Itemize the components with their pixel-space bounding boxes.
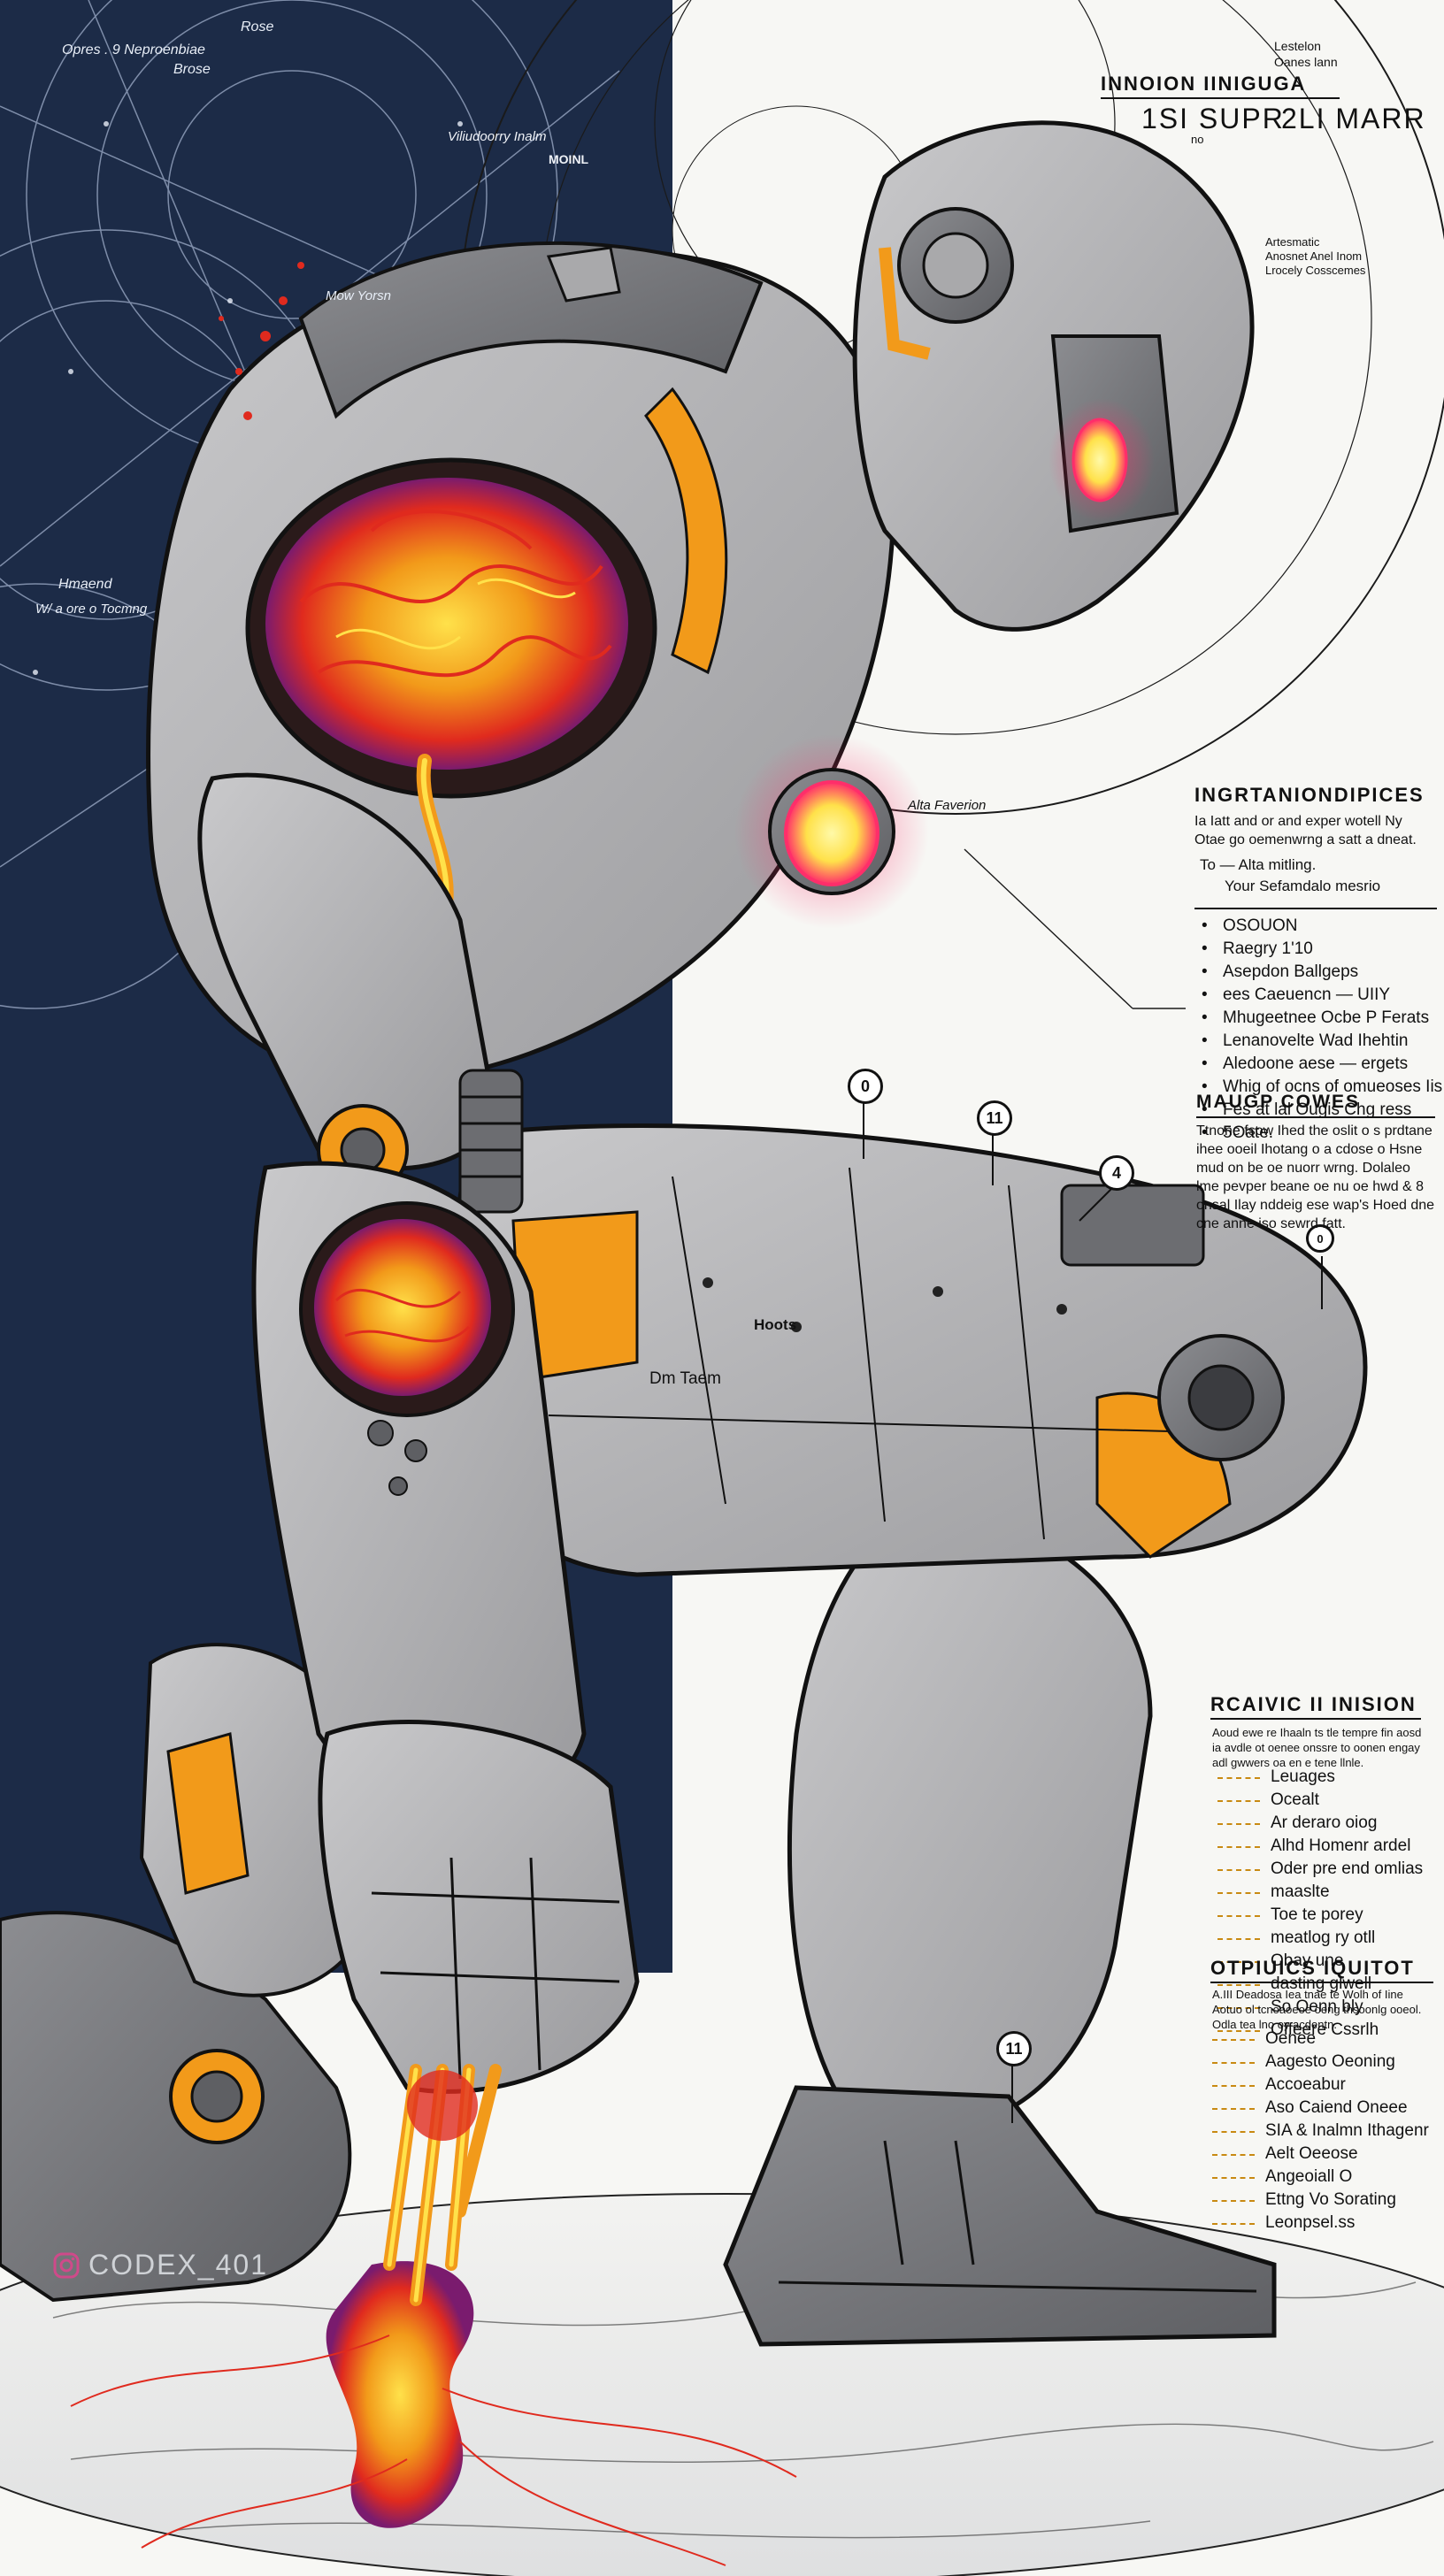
list-item: OSOUON <box>1193 915 1442 938</box>
list-item: Accoeabur <box>1212 2074 1429 2097</box>
list-item: Angeoiall O <box>1212 2166 1429 2189</box>
section-title: OTPIUICS IQUITOT <box>1210 1957 1415 1979</box>
list-item: Fes at lal Ougis Chg ress <box>1193 1099 1442 1122</box>
section-text: Aoud ewe re Ihaaln ts tle tempre fin aos… <box>1212 1726 1422 1769</box>
list-item: Raegry 1'10 <box>1193 938 1442 961</box>
list-item: Aso Caiend Oneee <box>1212 2097 1429 2120</box>
top-big-label: 2LI MARR <box>1281 103 1426 134</box>
list-item: Offeere Cssrlh <box>1217 2019 1423 2042</box>
list-item: 5Oate. <box>1193 1122 1442 1145</box>
divider <box>1196 1116 1435 1118</box>
note-label: Artesmatic <box>1265 235 1320 249</box>
list-item: Leuages <box>1217 1766 1423 1789</box>
note-label: Lestelon <box>1274 39 1321 53</box>
divider <box>1194 908 1437 909</box>
list-item: Asepdon Ballgeps <box>1193 961 1442 984</box>
note-label: Alta Faverion <box>908 798 987 813</box>
list-item: SIA & Inalmn Ithagenr <box>1212 2120 1429 2143</box>
list-item: Obay une <box>1217 1950 1423 1973</box>
list-item: Aelt Oeeose <box>1212 2143 1429 2166</box>
list-item: ees Caeuencn — UIIY <box>1193 984 1442 1007</box>
note-label: Oanes lann <box>1274 55 1338 69</box>
body-label: Dm Taem <box>649 1369 721 1388</box>
section-list: Oenee Aagesto Oeoning Accoeabur Aso Caie… <box>1212 2028 1429 2235</box>
divider <box>1210 1982 1433 1983</box>
section-list: OSOUON Raegry 1'10 Asepdon Ballgeps ees … <box>1193 915 1442 1145</box>
list-item: Toe te porey <box>1217 1904 1423 1927</box>
callout-marker: 0 <box>1306 1224 1334 1253</box>
divider <box>1210 1718 1421 1720</box>
top-small-label: no <box>1191 133 1204 146</box>
chart-label: Hmaend <box>58 577 112 592</box>
chart-label: Mow Yorsn <box>326 288 391 303</box>
section-row: To — Alta mitling. <box>1200 856 1317 873</box>
chart-label: Opres . 9 Neproenbiae <box>62 42 205 58</box>
list-item: Whig of ocns of omueoses Iis <box>1193 1076 1442 1099</box>
list-item: Ettng Vo Sorating <box>1212 2189 1429 2212</box>
callout-marker: 11 <box>996 2031 1032 2066</box>
list-item: Ar deraro oiog <box>1217 1812 1423 1835</box>
list-item: So Oenn bly <box>1217 1996 1423 2019</box>
list-item: Oenee <box>1212 2028 1429 2051</box>
chart-label: Rose <box>241 19 274 34</box>
callout-marker: 4 <box>1099 1155 1134 1191</box>
note-label: Anosnet Anel Inom <box>1265 249 1363 263</box>
instagram-icon <box>53 2252 80 2278</box>
list-item: meatlog ry otll <box>1217 1927 1423 1950</box>
callout-marker: 11 <box>977 1100 1012 1136</box>
list-item: Mhugeetnee Ocbe P Ferats <box>1193 1007 1442 1030</box>
list-item: Lenanovelte Wad Ihehtin <box>1193 1030 1442 1053</box>
section-text: Ttnone fsow Ihed the oslit o s prdtane i… <box>1196 1123 1435 1231</box>
list-item: dasting glwell <box>1217 1973 1423 1996</box>
list-item: maaslte <box>1217 1881 1423 1904</box>
list-item: Alhd Homenr ardel <box>1217 1835 1423 1858</box>
top-title: INNOION IINIGUGA <box>1101 73 1307 95</box>
list-item: Aagesto Oeoning <box>1212 2051 1429 2074</box>
divider <box>1101 97 1340 99</box>
chart-label: Viliudoorry Inalm <box>448 129 547 144</box>
section-list: Leuages Ocealt Ar deraro oiog Alhd Homen… <box>1217 1766 1423 2042</box>
list-item: Leonpsel.ss <box>1212 2212 1429 2235</box>
section-title: INGRTANIONDIPICES <box>1194 784 1425 806</box>
callout-marker: 0 <box>848 1069 883 1104</box>
chart-label: W/ a ore o Tocmng <box>35 602 148 617</box>
section-title: RCAIVIC II INISION <box>1210 1693 1417 1715</box>
watermark: CODEX_401 <box>53 2249 268 2281</box>
list-item: Ocealt <box>1217 1789 1423 1812</box>
body-label: Hoots <box>754 1316 797 1333</box>
chart-label: Brose <box>173 62 211 77</box>
section-text: A.III Deadosa Iea tnae te Wolh of Iine A… <box>1212 1988 1422 2031</box>
chart-label: MOINL <box>549 152 589 166</box>
section-title: MAUGP COWES <box>1196 1092 1360 1112</box>
section-text: Ia Iatt and or and exper wotell Ny Otae … <box>1194 814 1417 847</box>
top-big-label: 1SI SUPR <box>1141 103 1285 134</box>
section-row: Your Sefamdalo mesrio <box>1225 878 1381 894</box>
note-label: Lrocely Cosscemes <box>1265 264 1366 277</box>
watermark-text: CODEX_401 <box>88 2249 268 2281</box>
list-item: Aledoone aese — ergets <box>1193 1053 1442 1076</box>
list-item: Oder pre end omlias <box>1217 1858 1423 1881</box>
